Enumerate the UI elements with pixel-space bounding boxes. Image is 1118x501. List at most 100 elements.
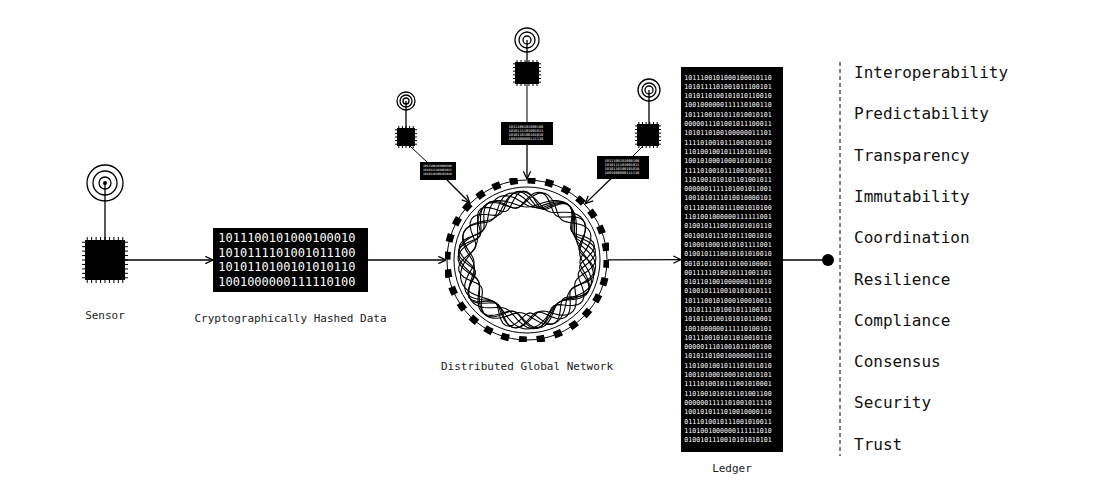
chip-pin <box>513 82 515 83</box>
chip-pin <box>395 140 397 141</box>
chip-pin <box>100 280 101 283</box>
chip-pin <box>513 78 515 79</box>
binary-text: 1011100101000100010110 10101111010010111… <box>684 74 779 446</box>
chip-pin <box>539 82 541 83</box>
chip-pin <box>413 146 414 148</box>
network-ring: Distributed Global Network <box>445 178 609 342</box>
chip-pin <box>533 60 534 62</box>
chip-pin <box>529 84 530 86</box>
chip-pin <box>533 84 534 86</box>
chip-pin <box>125 242 128 243</box>
chip-pin <box>91 280 92 283</box>
binary-text: 1011100101000100 1010111101001011 101011… <box>423 165 453 176</box>
chip-pin <box>539 67 541 68</box>
benefit-label: Trust <box>854 435 902 455</box>
chip-pin <box>402 126 403 128</box>
chips <box>103 62 659 185</box>
chip-pin <box>415 144 417 145</box>
chip-pin <box>122 280 123 283</box>
chip-pin <box>521 60 522 62</box>
sensor-chip: Sensor <box>85 240 125 280</box>
chip-pin <box>659 133 661 134</box>
output-dot <box>822 254 834 266</box>
chip-pin <box>513 74 515 75</box>
chip-body <box>397 128 415 146</box>
antenna-stem <box>526 40 527 62</box>
chip-leader <box>410 146 428 163</box>
benefit-label: Security <box>854 393 931 413</box>
chip-pin <box>646 122 647 124</box>
chip-pin <box>113 280 114 283</box>
benefit-label: Interoperability <box>854 63 1008 83</box>
antenna-stem <box>648 90 649 124</box>
binary-text: 1011100101000100 1010111101001011 101011… <box>605 159 642 176</box>
arrow-connector <box>608 259 681 260</box>
binary-text: 1011100101000100 1010111101001011 101011… <box>509 125 546 142</box>
chip-pin <box>125 246 128 247</box>
chip-pin <box>529 60 530 62</box>
chip-body <box>637 124 659 146</box>
chip-pins <box>82 60 661 283</box>
chip-pin <box>635 136 637 137</box>
chip-pin <box>635 140 637 141</box>
chip-pin <box>659 136 661 137</box>
node-data-box: 1011100101000100 1010111101001011 101011… <box>501 122 553 145</box>
chip-pin <box>513 67 515 68</box>
chip-pin <box>415 140 417 141</box>
chip-pin <box>406 146 407 148</box>
ring-wave <box>459 192 595 328</box>
chip-pin <box>118 280 119 283</box>
ring-inner <box>454 187 600 333</box>
chip-pin <box>537 60 538 62</box>
chip-pin <box>517 60 518 62</box>
chip-pin <box>659 125 661 126</box>
benefit-label: Compliance <box>854 311 950 331</box>
binary-text: 1011100101000100010 1010111101001011100 … <box>218 231 362 289</box>
chip-pin <box>659 144 661 145</box>
chip-pin <box>517 84 518 86</box>
chip-body <box>515 62 539 84</box>
chip-pin <box>539 74 541 75</box>
chip-pin <box>87 280 88 283</box>
chip-pin <box>635 129 637 130</box>
chip-pin <box>649 146 650 148</box>
chip-pin <box>125 251 128 252</box>
node-data-box: 1011100101000100 1010111101001011 101011… <box>420 162 456 180</box>
node-data-box: 1011100101000100 1010111101001011 101011… <box>597 156 649 179</box>
hashed-data-box: 1011100101000100010 1010111101001011100 … <box>213 228 368 292</box>
chip-pin <box>659 140 661 141</box>
chip-pin <box>395 133 397 134</box>
chip-pin <box>109 280 110 283</box>
chip-pin <box>642 146 643 148</box>
chip-pin <box>415 137 417 138</box>
ledger-box: 1011100101000100010110 10101111010010111… <box>681 67 783 452</box>
benefit-label: Transparency <box>854 146 970 166</box>
chip-pin <box>513 71 515 72</box>
chip-pin <box>638 122 639 124</box>
caption: Sensor <box>85 309 125 322</box>
chip-pin <box>657 146 658 148</box>
antennas <box>87 28 660 240</box>
chip-pin <box>415 133 417 134</box>
chip-pin <box>125 273 128 274</box>
chip-pin <box>635 133 637 134</box>
chip-pin <box>638 146 639 148</box>
chip-pin <box>395 129 397 130</box>
chip-pin <box>525 60 526 62</box>
chip-leader <box>633 146 643 156</box>
caption: Ledger <box>712 462 752 475</box>
arrow-connector <box>585 179 611 204</box>
benefit-label: Coordination <box>854 228 970 248</box>
chip-pin <box>409 126 410 128</box>
arrow-connector <box>526 145 527 180</box>
chip-pin <box>525 84 526 86</box>
ring-wave <box>459 192 596 329</box>
antenna-stem <box>104 183 105 240</box>
chip-pin <box>406 126 407 128</box>
benefit-label: Consensus <box>854 352 941 372</box>
antenna-stem <box>405 101 406 128</box>
chip-pin <box>96 280 97 283</box>
chip-pin <box>125 264 128 265</box>
caption: Cryptographically Hashed Data <box>194 312 386 325</box>
chip-pin <box>653 146 654 148</box>
